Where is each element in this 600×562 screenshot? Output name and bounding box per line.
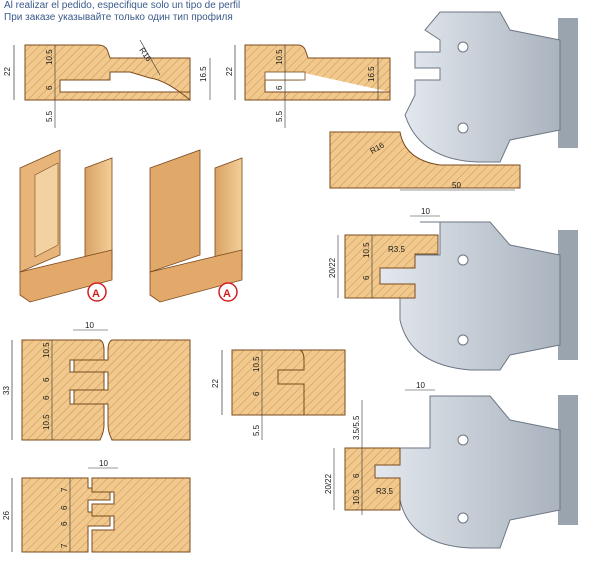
joint-3-d: 7 (60, 543, 69, 548)
cutter-3-workpiece (344, 447, 401, 511)
cutter-3-radius: R3.5 (376, 487, 393, 496)
profile-1-bottom: 5.5 (45, 110, 54, 122)
cutter-3-groove: 6 (352, 473, 361, 478)
cutter-2-workpiece (344, 234, 439, 299)
joint-3-width: 10 (99, 459, 108, 468)
profile-1-total: 22 (3, 67, 12, 76)
joint-1-b: 6 (42, 377, 51, 382)
cutter-2-top: 10.5 (362, 242, 371, 258)
cutter-3-bottom: 10.5 (352, 489, 361, 505)
profile-2-top: 10.5 (275, 49, 284, 65)
profile-2-depth: 16.5 (367, 66, 376, 82)
joint-1: 10 33 10.5 6 6 10.5 (2, 321, 191, 441)
cutter-1-spindle (558, 18, 578, 148)
cutter-2-radius: R3.5 (388, 245, 405, 254)
cutter-2-groove: 6 (362, 275, 371, 280)
cutter-1-bolt-bottom (457, 122, 469, 134)
cutter-3: 10 3.5/5.5 6 10.5 20/22 R3.5 (324, 381, 578, 549)
profile-2-total: 22 (225, 67, 234, 76)
joint-2-total: 22 (211, 379, 220, 388)
joint-3-left (21, 477, 111, 553)
cutter-2: 10 R3.5 20/22 10.5 6 (328, 207, 578, 371)
joint-1-a: 10.5 (42, 342, 51, 358)
profile-2: 22 10.5 6 5.5 16.5 (225, 44, 391, 128)
order-notes: Al realizar el pedido, especifique solo … (4, 0, 334, 24)
cutter-2-range: 20/22 (328, 257, 337, 278)
note-spanish: Al realizar el pedido, especifique solo … (4, 0, 241, 11)
profile-1: 22 10.5 6 5.5 16.5 R16 (3, 39, 211, 128)
joint-3-right (91, 477, 191, 553)
cutter-1-width: 50 (452, 181, 461, 190)
joint-3-a: 7 (60, 487, 69, 492)
profile-1-depth: 16.5 (199, 66, 208, 82)
profile-1-top: 10.5 (45, 49, 54, 65)
cutter-2-width: 10 (421, 207, 430, 216)
joint-1-total: 33 (2, 386, 11, 395)
joint-2-top: 10.5 (252, 356, 261, 372)
joint-2-wood (231, 349, 346, 416)
cutter-1: R16 50 (329, 11, 578, 191)
profile-1-wood (24, 44, 191, 102)
cutter-1-body (404, 11, 561, 163)
joint-2-bottom: 5.5 (252, 424, 261, 436)
joint-3-c: 6 (60, 521, 69, 526)
profile-2-bottom: 5.5 (275, 110, 284, 122)
joint-1-c: 6 (42, 395, 51, 400)
profile-1-groove: 6 (45, 85, 54, 90)
joint-2: 22 10.5 6 5.5 (211, 349, 346, 440)
frame-illustration-1: A (19, 149, 113, 303)
joint-1-right (73, 339, 191, 441)
cutter-3-top: 3.5/5.5 (352, 415, 361, 440)
cutter-3-range: 20/22 (324, 473, 333, 494)
joint-3-total: 26 (2, 511, 11, 520)
joint-1-width: 10 (85, 321, 94, 330)
cutter-1-workpiece (329, 131, 521, 189)
frame-illustration-2: A (149, 149, 243, 303)
joint-1-d: 10.5 (42, 414, 51, 430)
joint-3: 10 26 7 6 6 7 (2, 459, 191, 553)
cutter-3-body (374, 395, 561, 549)
badge-a-1: A (92, 288, 100, 300)
joint-2-groove: 6 (252, 391, 261, 396)
joint-3-b: 6 (60, 505, 69, 510)
badge-a-2: A (223, 288, 231, 300)
note-russian: При заказе указывайте только один тип пр… (4, 12, 233, 23)
cutter-3-width: 10 (416, 381, 425, 390)
cutter-1-bolt-top (457, 41, 469, 53)
profile-2-groove: 6 (275, 85, 284, 90)
